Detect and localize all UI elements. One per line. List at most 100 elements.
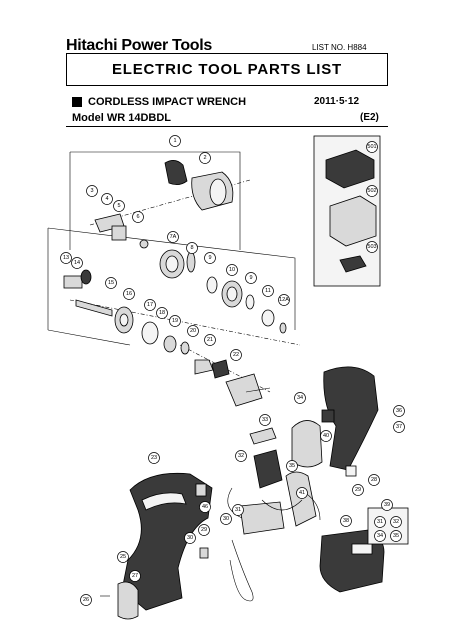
callout-3: 3 <box>86 185 98 197</box>
document-title: ELECTRIC TOOL PARTS LIST <box>111 61 343 78</box>
spindle-group <box>63 269 230 379</box>
svg-text:30: 30 <box>223 516 229 522</box>
callout-10: 10 <box>226 264 238 276</box>
svg-text:17: 17 <box>147 302 153 308</box>
list-number: LIST NO. H884 <box>312 43 367 52</box>
callout-22: 22 <box>230 349 242 361</box>
kit-callout-32: 32 <box>390 516 402 528</box>
svg-text:6: 6 <box>136 214 139 220</box>
callout-41: 41 <box>296 487 308 499</box>
callout-16: 16 <box>123 288 135 300</box>
stator-part <box>291 420 323 468</box>
case-part <box>329 195 377 247</box>
svg-text:501: 501 <box>367 144 376 150</box>
callout-12a: 12A <box>278 294 290 306</box>
callout-15: 15 <box>105 277 117 289</box>
svg-text:40: 40 <box>323 433 329 439</box>
rotor-part <box>225 373 263 407</box>
callout-503: 503 <box>366 241 378 253</box>
svg-text:26: 26 <box>83 597 89 603</box>
svg-text:13: 13 <box>63 255 69 261</box>
svg-text:1: 1 <box>173 138 176 144</box>
hammer-cover-part <box>164 160 188 185</box>
callout-502: 502 <box>366 185 378 197</box>
svg-text:16: 16 <box>126 291 132 297</box>
battery-and-accessories <box>313 135 385 593</box>
callout-46: 46 <box>199 501 211 513</box>
svg-text:5: 5 <box>117 203 120 209</box>
strap-part <box>229 539 254 602</box>
svg-text:41: 41 <box>299 490 305 496</box>
callout-37: 37 <box>393 421 405 433</box>
charger-part <box>325 149 375 189</box>
svg-text:2: 2 <box>203 155 206 161</box>
assembly-frames <box>47 151 301 393</box>
svg-text:503: 503 <box>367 244 376 250</box>
svg-text:39: 39 <box>384 502 390 508</box>
svg-text:21: 21 <box>207 337 213 343</box>
svg-text:502: 502 <box>367 188 376 194</box>
callout-8: 8 <box>186 242 198 254</box>
svg-text:23: 23 <box>151 455 157 461</box>
callout-6: 6 <box>132 211 144 223</box>
svg-text:22: 22 <box>233 352 239 358</box>
svg-text:14: 14 <box>74 260 80 266</box>
svg-text:9: 9 <box>249 275 252 281</box>
callout-25: 25 <box>117 551 129 563</box>
svg-text:37: 37 <box>396 424 402 430</box>
callout-9a: 9 <box>204 252 216 264</box>
callout-23: 23 <box>148 452 160 464</box>
kit-callout-31: 31 <box>374 516 386 528</box>
callout-21: 21 <box>204 334 216 346</box>
header-rule <box>66 126 388 127</box>
callout-18: 18 <box>156 307 168 319</box>
callout-5: 5 <box>113 200 125 212</box>
callout-17: 17 <box>144 299 156 311</box>
svg-text:9: 9 <box>208 255 211 261</box>
kit-callout-34: 34 <box>374 530 386 542</box>
housing-left-group <box>117 473 254 620</box>
callout-20: 20 <box>187 325 199 337</box>
svg-text:29: 29 <box>201 527 207 533</box>
svg-text:31: 31 <box>235 507 241 513</box>
callout-29b: 29 <box>198 524 210 536</box>
svg-text:10: 10 <box>229 267 235 273</box>
title-box: ELECTRIC TOOL PARTS LIST <box>66 53 388 86</box>
svg-text:33: 33 <box>262 417 268 423</box>
callout-29a: 29 <box>352 484 364 496</box>
svg-text:36: 36 <box>396 408 402 414</box>
hook-accessory-part <box>339 255 367 273</box>
svg-text:3: 3 <box>90 188 93 194</box>
battery-kit-box <box>367 507 409 545</box>
callout-27: 27 <box>129 570 141 582</box>
svg-text:15: 15 <box>108 280 114 286</box>
callout-4: 4 <box>101 193 113 205</box>
callout-32: 32 <box>235 450 247 462</box>
svg-text:18: 18 <box>159 310 165 316</box>
callout-1: 1 <box>169 135 181 147</box>
motor-group <box>225 366 379 535</box>
callout-9b: 9 <box>245 272 257 284</box>
callout-38: 38 <box>340 515 352 527</box>
svg-text:35: 35 <box>289 463 295 469</box>
controller-part <box>239 501 285 535</box>
hook-part <box>117 581 139 620</box>
kit-callout-35: 35 <box>390 530 402 542</box>
callout-40: 40 <box>320 430 332 442</box>
callout-36: 36 <box>393 405 405 417</box>
svg-text:28: 28 <box>371 477 377 483</box>
svg-text:19: 19 <box>172 318 178 324</box>
product-line: CORDLESS IMPACT WRENCH <box>72 96 246 108</box>
svg-text:32: 32 <box>393 519 399 525</box>
callout-34: 34 <box>294 392 306 404</box>
hammer-group <box>159 249 287 334</box>
callout-2: 2 <box>199 152 211 164</box>
product-name: CORDLESS IMPACT WRENCH <box>88 96 247 108</box>
svg-text:34: 34 <box>297 395 303 401</box>
bullet-square-icon <box>72 97 82 107</box>
callout-19: 19 <box>169 315 181 327</box>
callout-31: 31 <box>232 504 244 516</box>
svg-text:4: 4 <box>105 196 108 202</box>
edition-code: (E2) <box>360 112 379 123</box>
svg-text:20: 20 <box>190 328 196 334</box>
